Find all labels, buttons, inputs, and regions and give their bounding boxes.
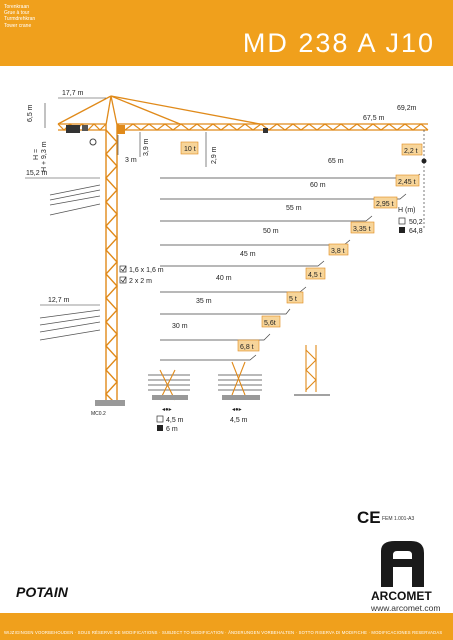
radius-label-1: 69,2m (397, 105, 417, 112)
filled-square-icon (399, 227, 405, 233)
mast-legend-row-2: 2 x 2 m (129, 278, 152, 285)
pendant-label: 3,9 m (143, 138, 150, 156)
base-legend-2: ◂●▸ 4,5 m (230, 407, 248, 424)
potain-logo: POTAIN (16, 584, 68, 600)
base-1-open-label: 4,5 m (166, 417, 184, 424)
tower-mast (105, 125, 118, 406)
jib-variant-sketches (39, 184, 101, 341)
base-1-filled-label: 6 m (166, 426, 178, 433)
check-icon (120, 276, 127, 283)
counterweight (66, 125, 80, 133)
footer-band: WIJZIGINGEN VOORBEHOUDEN · SOUS RÉSERVE … (0, 613, 453, 640)
base-upper-label: 15,2 m (26, 170, 48, 177)
mast-legend-row-1: 1,6 x 1,6 m (129, 267, 164, 274)
footer-disclaimer: WIJZIGINGEN VOORBEHOUDEN · SOUS RÉSERVE … (4, 630, 443, 635)
tower-foundation (95, 400, 125, 406)
main-jib (116, 123, 429, 131)
counter-jib-label: 17,7 m (62, 90, 84, 97)
radius-label-8: 40 m (216, 275, 232, 282)
load-labels: 2,2 t 2,45 t 2,95 t 3,35 t 3,8 t 4,5 t 5… (237, 143, 423, 352)
tower-apex (57, 95, 261, 126)
open-square-icon (156, 415, 164, 423)
base-2-label: 4,5 m (230, 417, 248, 424)
open-square-icon (398, 217, 406, 225)
radius-label-6: 50 m (263, 228, 279, 235)
radius-label-7: 45 m (240, 251, 256, 258)
radius-label-5: 55 m (286, 205, 302, 212)
header-line-2: Grue à tour (4, 10, 30, 17)
height-legend-filled: 64,8 (409, 228, 423, 235)
load-label-3: 2,45 t (398, 179, 416, 186)
top-load-label: 10 t (184, 146, 196, 153)
load-label-1: 2,2 t (404, 148, 418, 155)
base-sketch-2 (218, 361, 262, 400)
fem-label: FEM 1.001-A3 (382, 516, 415, 522)
check-icon (120, 265, 127, 272)
header-line-4: Tower crane (4, 22, 32, 29)
mast-legend-box-1 (119, 265, 127, 273)
radius-label-9: 35 m (196, 298, 212, 305)
header-languages: Torenkraan Grue à tour Turmdrehkran Towe… (4, 4, 35, 29)
tower-top-label: 6,5 m (27, 104, 34, 122)
base-sketch-1 (148, 369, 190, 401)
load-label-7: 4,5 t (308, 272, 322, 279)
ce-mark: CE (357, 508, 381, 527)
arcomet-url-link[interactable]: www.arcomet.com (371, 603, 441, 613)
mast-legend: 1,6 x 1,6 m 2 x 2 m (119, 265, 164, 285)
header-line-1: Torenkraan (4, 4, 30, 10)
operator-cab (117, 125, 125, 134)
trolley-zone-label: 2,9 m (211, 146, 218, 164)
arcomet-logo-icon (371, 537, 434, 587)
load-label-6: 3,8 t (331, 248, 345, 255)
height-label-2: H + 9,3 m (41, 141, 48, 172)
height-legend-open: 50,2 (409, 219, 423, 226)
mast-legend-box-2 (119, 276, 127, 284)
trolley-icon (263, 128, 268, 133)
base-code-label: MC0.2 (91, 411, 106, 417)
base-lower-label: 12,7 m (48, 297, 70, 304)
base-sketch-3 (294, 345, 330, 396)
base-arrow-icon: ◂●▸ (162, 407, 172, 413)
arcomet-brand: ARCOMET (371, 589, 432, 603)
height-label: H = (33, 149, 40, 160)
height-legend-title: H (m) (398, 207, 416, 214)
height-legend: H (m) 50,2 64,8 (398, 207, 423, 235)
load-label-4: 2,95 t (376, 201, 394, 208)
slewing-ring-icon (89, 138, 97, 146)
header-band: Torenkraan Grue à tour Turmdrehkran Towe… (0, 0, 453, 66)
radius-label-3: 65 m (328, 158, 344, 165)
load-label-10: 6,8 t (240, 344, 254, 351)
radius-label-2: 67,5 m (363, 115, 385, 122)
base-legend-1: ◂●▸ 4,5 m 6 m (156, 407, 184, 433)
base-arrow-icon: ◂●▸ (232, 407, 242, 413)
hook-icon (421, 158, 427, 164)
hoist-winch (82, 125, 88, 131)
model-title: MD 238 A J10 (242, 28, 435, 58)
load-label-9: 5,6t (264, 320, 276, 327)
top-load-box (180, 141, 199, 155)
cab-label: 3 m (125, 157, 137, 164)
radius-label-10: 30 m (172, 323, 188, 330)
header-line-3: Turmdrehkran (4, 16, 36, 23)
crane-diagram: 17,7 m 6,5 m H = H + 9,3 m 3 m 3,9 m 2,9… (25, 90, 429, 433)
load-label-5: 3,35 t (353, 226, 371, 233)
radius-label-4: 60 m (310, 182, 326, 189)
load-label-8: 5 t (289, 296, 297, 303)
filled-square-icon (157, 425, 163, 431)
